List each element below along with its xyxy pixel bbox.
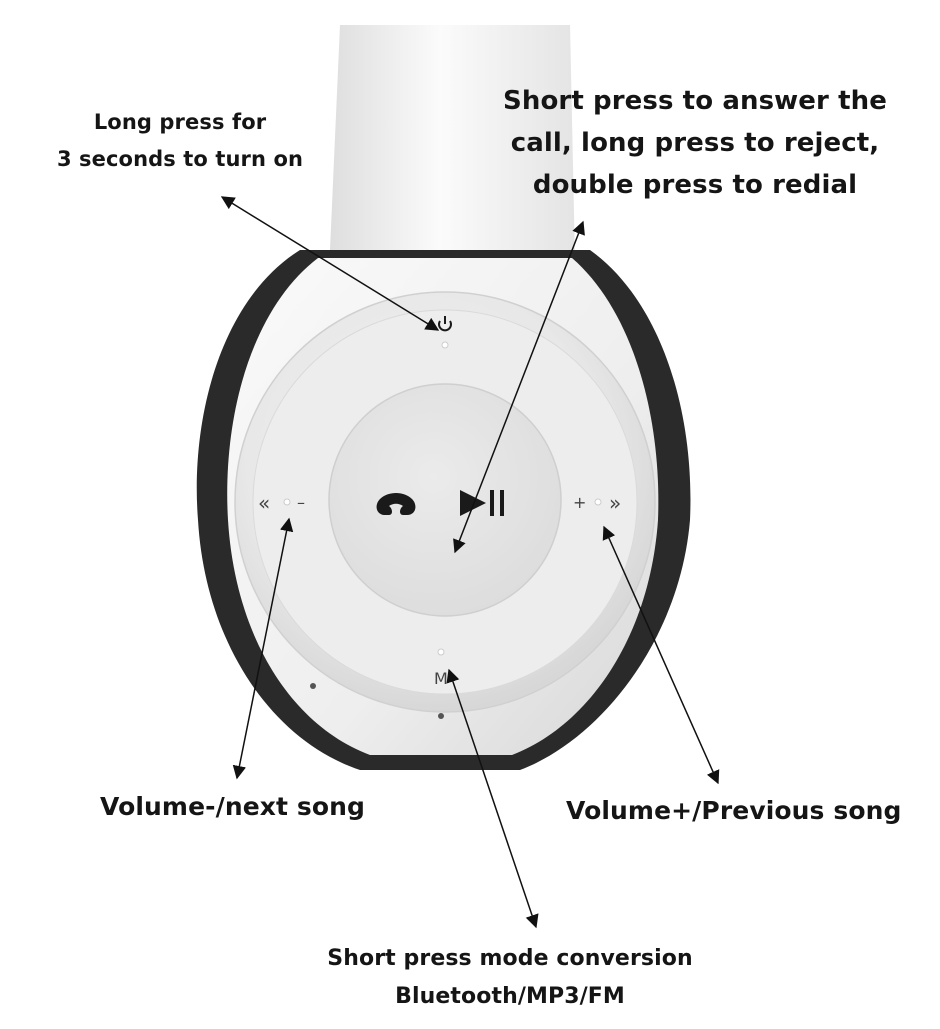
mic-hole (310, 683, 316, 689)
mic-hole (438, 713, 444, 719)
arrow-power (220, 196, 440, 331)
callout-power: Long press for 3 seconds to turn on (40, 104, 320, 178)
plus-mark: + (573, 493, 586, 512)
next-mark: » (609, 491, 621, 515)
callout-power-line: Long press for (93, 110, 267, 134)
callout-answer-line: call, long press to reject, (510, 128, 880, 158)
arrow-volume-up (602, 525, 720, 785)
callout-volume-up: Volume+/Previous song (566, 796, 902, 825)
callout-mode-line: Short press mode conversion (327, 946, 693, 971)
callout-answer-line: double press to redial (532, 170, 858, 200)
mode-mark[interactable]: M (434, 669, 448, 688)
prev-mark: « (258, 491, 270, 515)
multifunction-button[interactable] (328, 383, 562, 617)
vol-up-dot[interactable] (594, 498, 602, 506)
callout-power-line: 3 seconds to turn on (56, 147, 304, 171)
mode-led (437, 648, 445, 656)
callout-answer: Short press to answer the call, long pre… (470, 80, 920, 206)
callout-mode-line: Bluetooth/MP3/FM (395, 984, 625, 1009)
power-led (441, 341, 449, 349)
callout-mode: Short press mode conversion Bluetooth/MP… (290, 940, 730, 1016)
vol-down-dot[interactable] (283, 498, 291, 506)
minus-mark: – (297, 493, 305, 512)
phone-icon (376, 493, 416, 515)
arrow-answer (453, 220, 585, 554)
callout-volume-down: Volume-/next song (100, 792, 366, 821)
arrow-mode (446, 668, 539, 929)
callout-answer-line: Short press to answer the (503, 86, 887, 116)
arrow-volume-down (232, 517, 294, 780)
